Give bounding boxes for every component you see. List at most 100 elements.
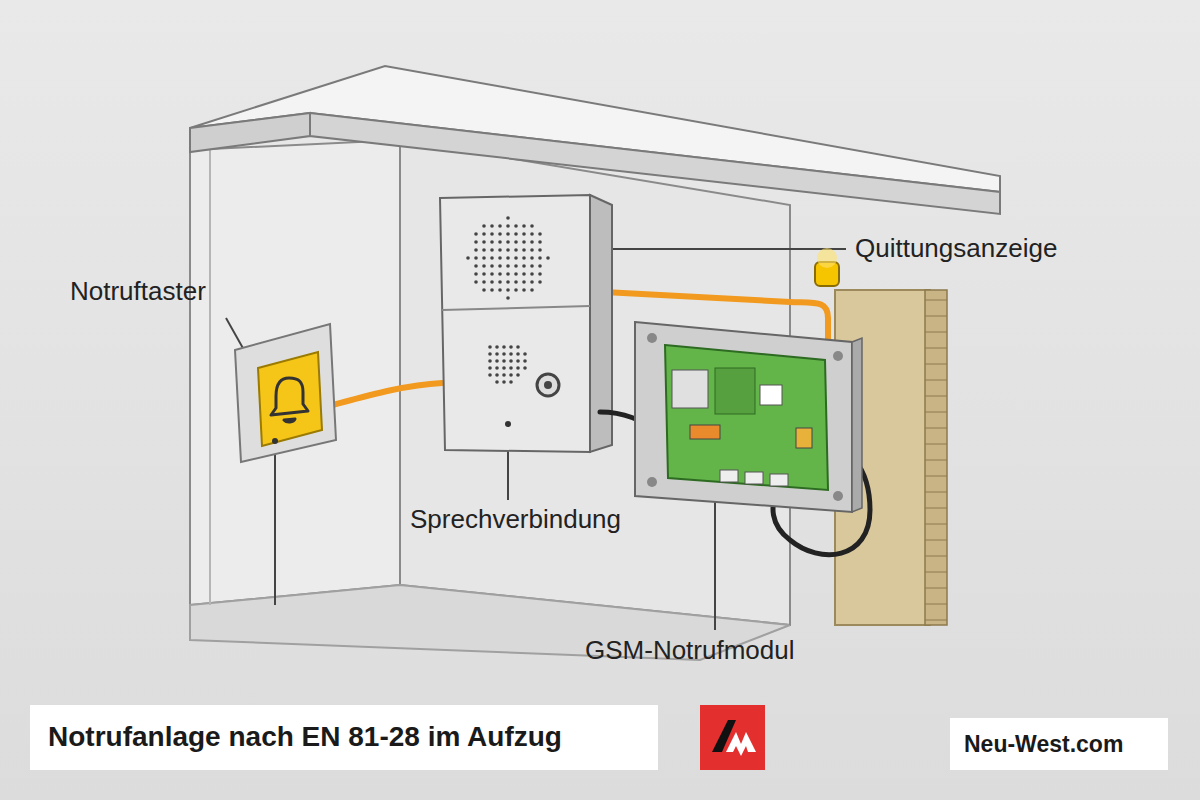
intercom-unit-part-part [498, 232, 502, 236]
leader-lines-part [274, 445, 276, 605]
emergency-button-part [258, 352, 322, 446]
intercom-unit-part [442, 306, 590, 310]
website-box: Neu-West.com [950, 718, 1168, 770]
brick-wall-part-part [925, 556, 947, 557]
brick-wall-part-part [925, 316, 947, 317]
intercom-unit-part-part [482, 224, 486, 228]
intercom-unit-part-part [474, 232, 478, 236]
intercom-unit-part-part [490, 224, 494, 228]
intercom-unit-part-part [506, 272, 510, 276]
leader-lines-part [598, 248, 846, 250]
intercom-unit-part-part [538, 248, 542, 252]
intercom-unit-part-part [482, 232, 486, 236]
brick-wall-part-part [925, 508, 947, 509]
cabin-walls [190, 140, 790, 660]
intercom-unit-part-part [538, 256, 542, 260]
brick-wall-part-part [925, 492, 947, 493]
intercom-unit-part-part [498, 288, 502, 292]
intercom-unit-part-part [474, 240, 478, 244]
intercom-unit-part-part [506, 240, 510, 244]
intercom-unit-part-part [514, 232, 518, 236]
intercom-unit-part-part [482, 256, 486, 260]
gsm-module-part [720, 470, 738, 482]
cabin-walls-part [190, 140, 400, 605]
gsm-module-part [796, 428, 812, 448]
brick-wall-part-part [925, 524, 947, 525]
intercom-unit-part-part [522, 280, 526, 284]
part-label: Sprechverbindung [410, 505, 621, 535]
emergency-button-part [271, 378, 308, 422]
brick-wall-part-part [925, 620, 947, 621]
part-label: Notruftaster [70, 277, 206, 307]
intercom-unit-part-part [482, 248, 486, 252]
brick-wall-part-part [925, 460, 947, 461]
intercom-unit-part-part [506, 248, 510, 252]
intercom-unit-part-part [538, 240, 542, 244]
gsm-module-part [715, 368, 755, 414]
brick-wall [835, 290, 947, 625]
brick-wall-part-part [925, 604, 947, 605]
intercom-unit-part-part [490, 288, 494, 292]
emergency-button-part [272, 438, 278, 444]
intercom-unit-part-part [502, 359, 506, 363]
cabin-walls-part [400, 140, 790, 625]
intercom-unit-part-part [522, 232, 526, 236]
intercom-unit-part-part [506, 280, 510, 284]
intercom-unit-part-part [490, 248, 494, 252]
intercom-unit-part-part [502, 352, 506, 356]
intercom-unit-part-part [538, 264, 542, 268]
intercom-unit-part-part [482, 288, 486, 292]
brick-wall-part-part [925, 396, 947, 397]
gsm-module-part [665, 345, 828, 490]
intercom-unit-part-part [474, 264, 478, 268]
intercom-unit-part-part [514, 288, 518, 292]
intercom-unit-part-part [482, 264, 486, 268]
intercom-unit-part-part [495, 352, 499, 356]
intercom-unit-part-part [482, 272, 486, 276]
intercom-unit-part-part [502, 380, 506, 384]
intercom-unit-part-part [516, 352, 520, 356]
intercom-unit-part-part [498, 264, 502, 268]
intercom-unit-part-part [509, 366, 513, 370]
gsm-module-part [833, 351, 843, 361]
brick-wall-part-part [925, 332, 947, 333]
intercom-unit-part-part [482, 240, 486, 244]
intercom-unit-part-part [522, 272, 526, 276]
intercom-unit-part-part [538, 272, 542, 276]
intercom-unit-part-part [474, 280, 478, 284]
intercom-unit-part-part [523, 359, 527, 363]
ceiling-slab [190, 66, 1000, 214]
intercom-unit-part-part [498, 224, 502, 228]
brick-wall-part-part [925, 300, 947, 301]
intercom-unit-part-part [530, 264, 534, 268]
intercom-unit-part-part [495, 345, 499, 349]
brick-wall-part-part [925, 476, 947, 477]
intercom-unit-part-part [514, 272, 518, 276]
brand-logo-part [700, 705, 765, 770]
ceiling-slab-part [310, 113, 1000, 214]
intercom-unit-part-part [530, 272, 534, 276]
intercom-unit-part-part [509, 345, 513, 349]
gsm-module-part [745, 472, 763, 484]
intercom-unit-part-part [530, 232, 534, 236]
intercom-unit-part-part [490, 256, 494, 260]
intercom-unit-part-part [514, 224, 518, 228]
website-text: Neu-West.com [964, 731, 1168, 758]
signal-cables-part [333, 383, 442, 405]
brick-wall-part-part [925, 540, 947, 541]
intercom-unit-part-part [509, 373, 513, 377]
brick-wall-part [925, 300, 947, 620]
intercom-unit-part [440, 195, 590, 452]
brick-wall-part-part [925, 572, 947, 573]
intercom-unit-part-part [516, 345, 520, 349]
intercom-unit-part-part [495, 366, 499, 370]
intercom-unit-part-part [498, 272, 502, 276]
intercom-unit-part-part [509, 352, 513, 356]
intercom-unit-part-part [498, 256, 502, 260]
intercom-unit-part [505, 421, 511, 427]
intercom-unit-part-part [506, 296, 510, 300]
